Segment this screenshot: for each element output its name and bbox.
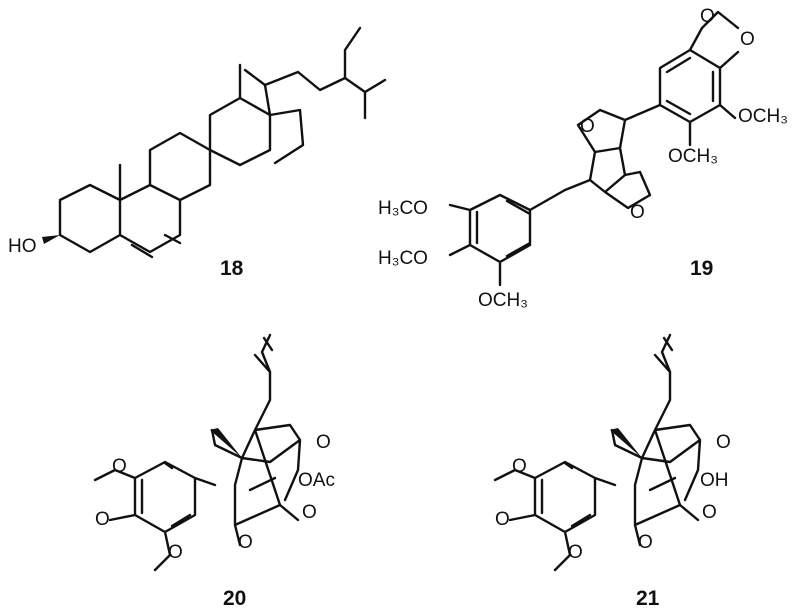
furan-oxygen-lower: O [630,202,645,223]
bridgehead-methoxy-oxygen: O [638,532,653,553]
methoxy-label-right: OCH₃ [738,106,788,127]
bridgehead-methoxy-oxygen: O [238,532,253,553]
enol-ether-oxygen: O [316,432,331,453]
dioxole-oxygen-2: O [740,29,755,50]
ketone-oxygen: O [302,502,317,523]
methoxy-oxygen-3: O [568,542,583,563]
compound-21: O O O O OH O O 21 [493,333,731,610]
methoxy-oxygen-2: O [495,509,510,530]
hydroxyl-label: HO [8,236,37,257]
compound-18: HO 18 [8,26,387,280]
methoxy-label-bottom: OCH₃ [478,290,528,311]
methoxy-oxygen-1: O [112,456,127,477]
compound-20-wedge [210,428,242,458]
compound-20-vinyl [260,333,274,374]
methoxy-label-low: OCH₃ [668,146,718,167]
compound-number-19: 19 [690,257,713,280]
compound-number-18: 18 [220,257,244,280]
furan-oxygen-upper: O [580,116,595,137]
compound-21-vinyl [660,333,674,374]
methoxy-oxygen-3: O [168,542,183,563]
compound-number-20: 20 [223,587,246,610]
compound-20-skeleton [93,353,302,572]
methoxy-oxygen-2: O [95,509,110,530]
compound-20: O O O O OAc O O 20 [93,333,335,610]
methoxy-label-top-left: H₃CO [378,198,428,219]
dioxole-oxygen-1: O [700,6,715,27]
compound-18-skeleton [58,26,387,259]
acetoxy-label: OAc [298,470,335,491]
methoxy-label-mid-left: H₃CO [378,248,428,269]
compound-18-wedge-oh [42,235,60,244]
enol-ether-oxygen: O [716,432,731,453]
compound-19-skeleton [448,10,740,287]
compound-19: OCH₃ OCH₃ O O O O H₃CO H₃CO OCH₃ 19 [378,6,788,311]
ketone-oxygen: O [702,502,717,523]
hydroxyl-label: OH [700,470,729,491]
compound-21-wedge [610,428,642,458]
compound-number-21: 21 [636,587,660,610]
methoxy-oxygen-1: O [512,456,527,477]
compound-21-skeleton [493,353,702,572]
